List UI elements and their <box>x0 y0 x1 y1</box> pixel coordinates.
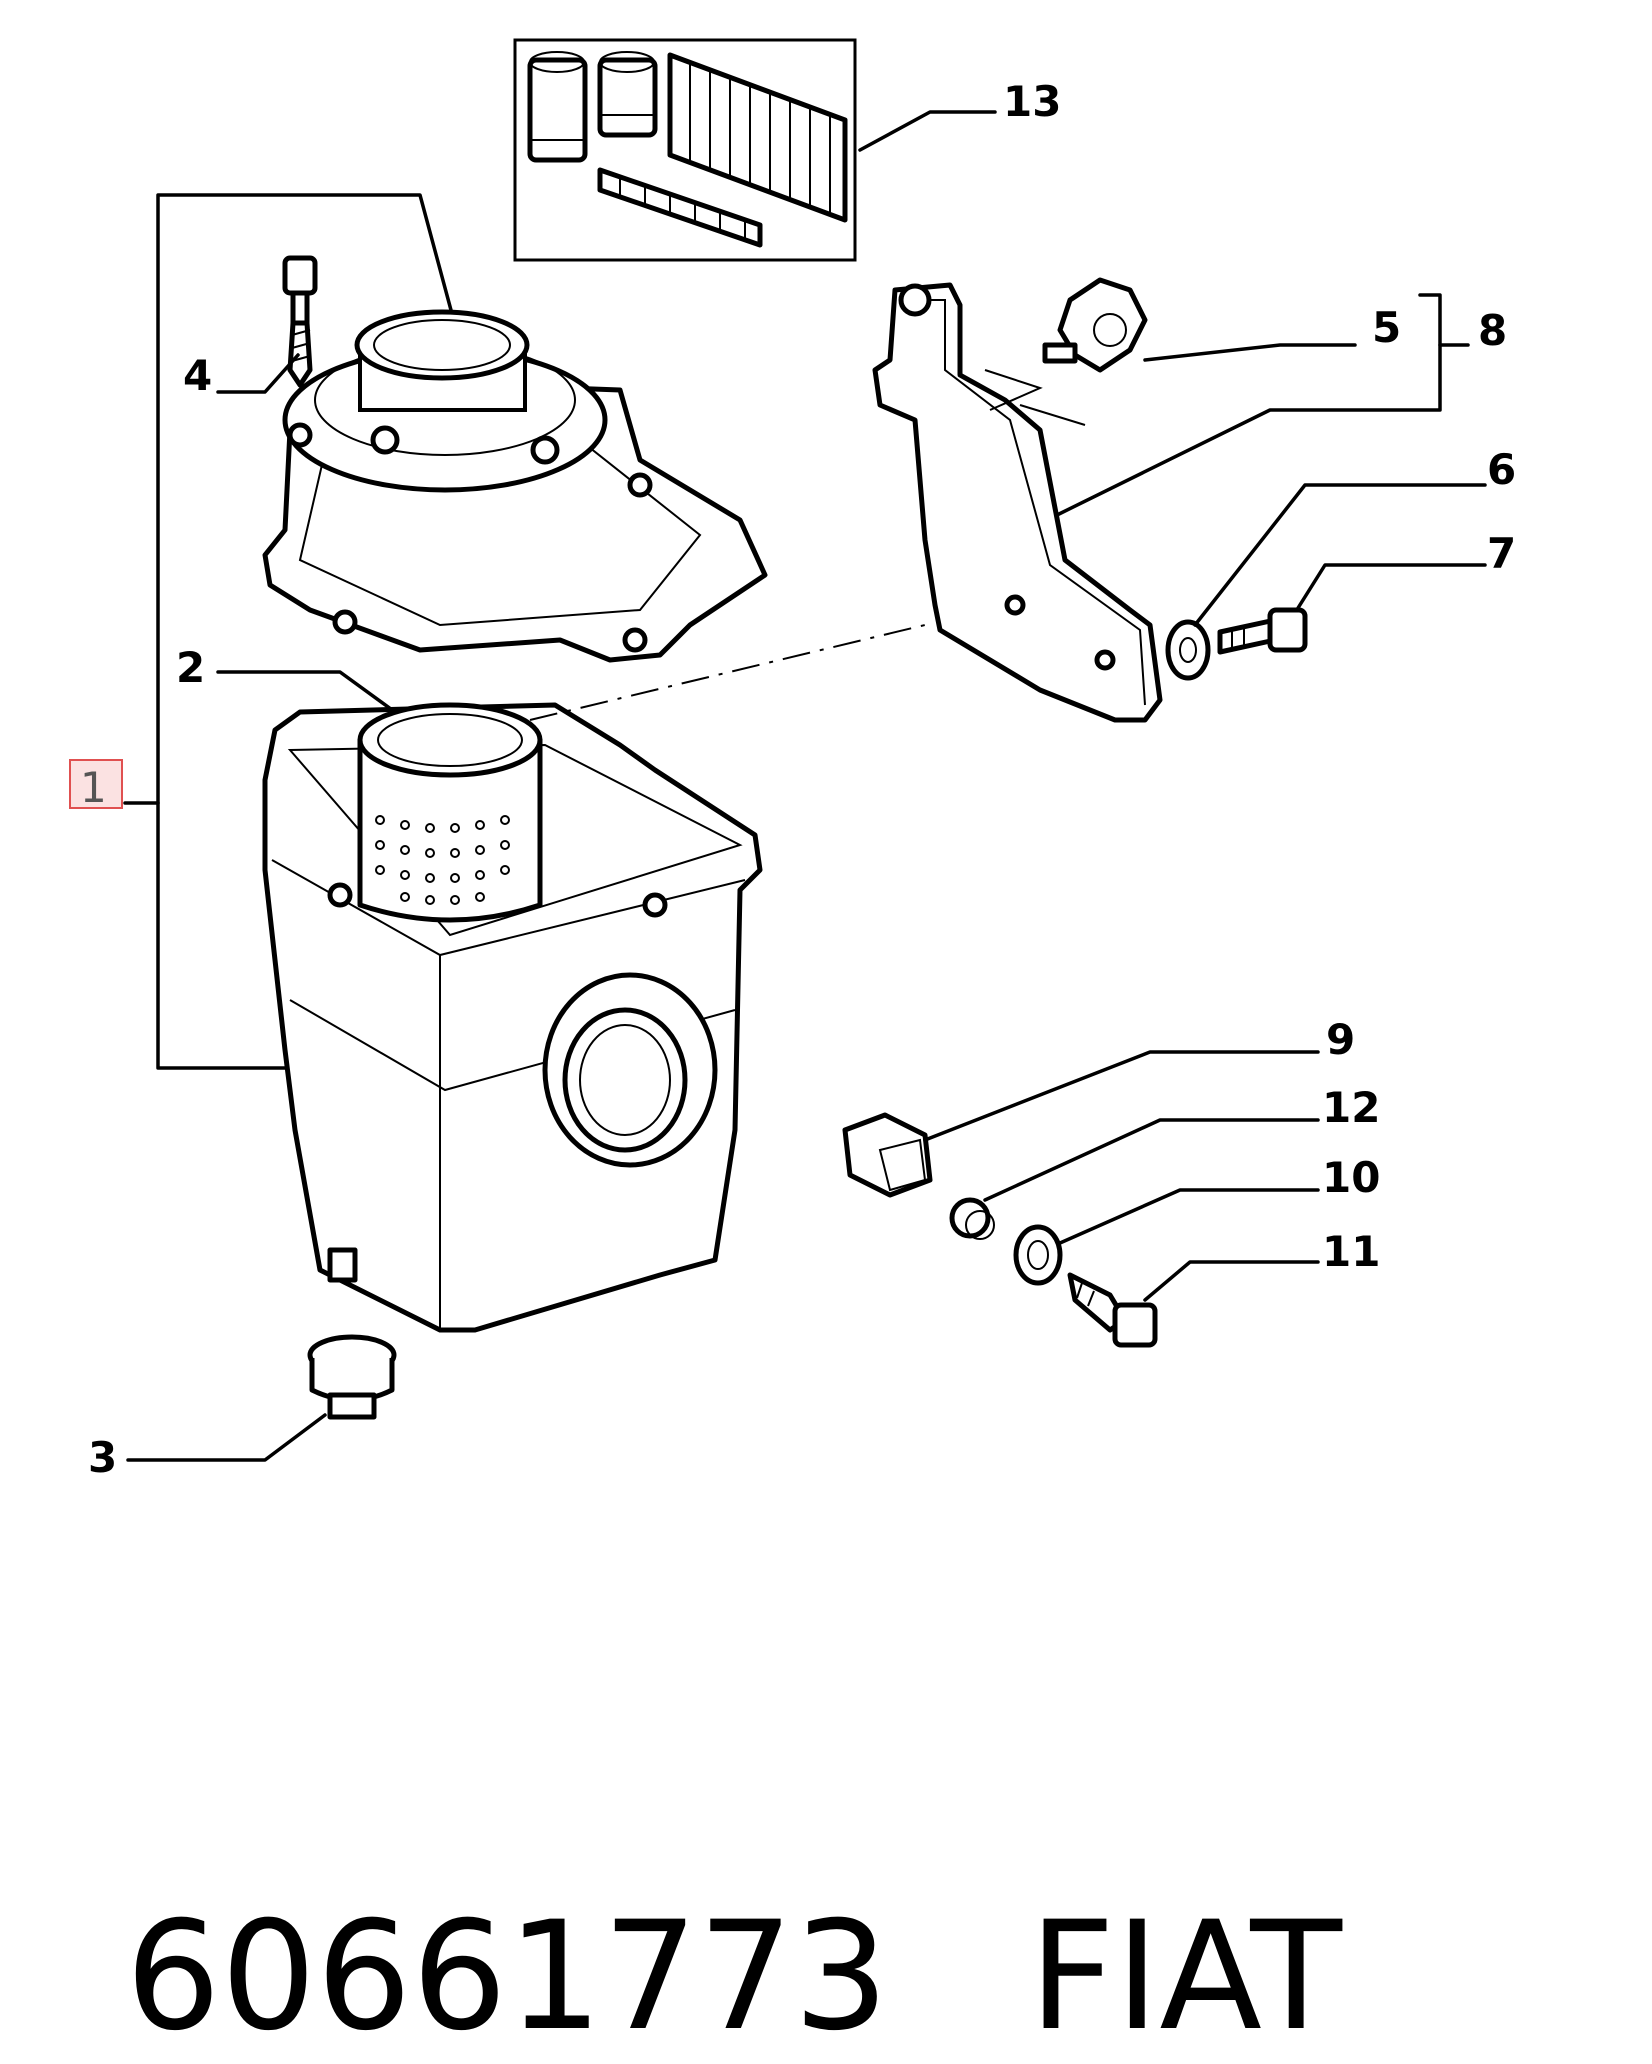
connector-part-9 <box>842 1112 933 1198</box>
washer-part-10 <box>1013 1224 1063 1286</box>
bolt-part-7 <box>1217 607 1308 655</box>
callout-10[interactable]: 10 <box>1322 1153 1380 1202</box>
callout-6[interactable]: 6 <box>1487 445 1516 494</box>
clip-part-5 <box>1042 277 1148 373</box>
callout-5[interactable]: 5 <box>1372 303 1401 352</box>
callout-12[interactable]: 12 <box>1322 1083 1380 1132</box>
screw-part-11 <box>1067 1272 1158 1348</box>
exploded-parts-diagram: 1 2 3 4 5 6 7 8 9 10 11 12 13 <box>69 38 1516 1482</box>
filter-element-part-2 <box>357 702 543 923</box>
washer-part-6 <box>1165 619 1211 681</box>
brand-name: FIAT <box>1028 1890 1342 2064</box>
assembly-bracket <box>156 193 457 1070</box>
callout-1[interactable]: 1 <box>80 763 107 812</box>
callout-13[interactable]: 13 <box>1003 77 1061 126</box>
callout-3[interactable]: 3 <box>88 1433 117 1482</box>
air-filter-cover <box>262 309 768 663</box>
callout-9[interactable]: 9 <box>1326 1015 1355 1064</box>
clip-part-12 <box>949 1197 995 1240</box>
alignment-line <box>529 624 926 721</box>
highlight-box-part-1 <box>69 759 123 809</box>
callout-7[interactable]: 7 <box>1487 529 1516 578</box>
part-number: 60661773 <box>125 1890 889 2064</box>
drain-plug-part-3 <box>307 1334 397 1420</box>
callout-8[interactable]: 8 <box>1478 306 1507 355</box>
mounting-bracket-part-8 <box>872 282 1163 723</box>
filter-kit-box <box>513 38 857 262</box>
callout-4[interactable]: 4 <box>183 351 212 400</box>
callout-11[interactable]: 11 <box>1322 1227 1380 1276</box>
callout-2[interactable]: 2 <box>176 643 205 692</box>
